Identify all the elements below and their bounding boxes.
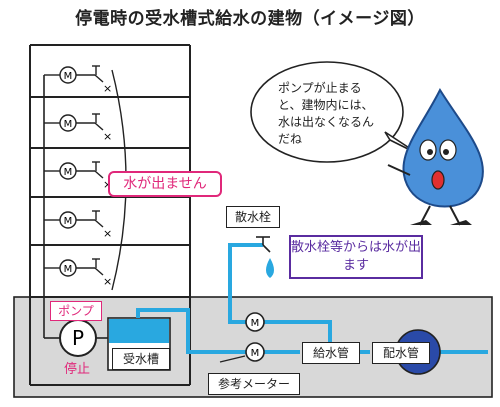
supply-pipe-label: 給水管 [302, 342, 360, 364]
hydrant-faucet [262, 244, 271, 253]
no-water-mark: × [103, 130, 112, 143]
mascot-pupil [427, 149, 433, 155]
tank-water [109, 319, 169, 343]
mascot-mouth [431, 170, 445, 190]
no-water-mark: × [103, 227, 112, 240]
speech-bubble [250, 61, 404, 163]
meter-symbol [245, 312, 265, 332]
reference-arrow [219, 355, 246, 363]
meter-symbol-label: M [64, 119, 73, 130]
hydrant-ok-callout: 散水栓等からは水が出ます [289, 235, 423, 279]
page-title: 停電時の受水槽式給水の建物（イメージ図） [75, 9, 425, 29]
no-water-mark: × [103, 178, 112, 191]
speech-bubble-text: ポンプが止まると、建物内には、水は出なくなるんだね [278, 81, 375, 146]
water-drop-icon [266, 258, 274, 278]
meter-symbol-label: M [251, 348, 260, 359]
mascot-pupil [443, 149, 449, 155]
meter-symbol-label: M [64, 264, 73, 275]
meter-symbol-label: M [251, 318, 260, 329]
floor-fixture: M × [44, 65, 112, 95]
mascot-arm [387, 164, 411, 176]
pump-symbol-label: P [72, 326, 84, 350]
mascot-foot [410, 220, 432, 225]
reference-meter-label: 参考メーター [208, 373, 300, 395]
pump-label: ポンプ [50, 301, 102, 321]
meter-symbol [245, 342, 265, 362]
mascot-foot [450, 220, 472, 225]
distribution-pipe-label: 配水管 [372, 342, 430, 364]
meter-symbol-label: M [64, 167, 73, 178]
no-water-mark: × [103, 82, 112, 95]
no-water-mark: × [103, 275, 112, 288]
pump-stopped-label: 停止 [64, 362, 91, 377]
meter-symbol-label: M [64, 71, 73, 82]
no-water-callout: 水が出ません [108, 171, 222, 197]
hydrant-pipe-blue [228, 243, 332, 352]
supply-pipe-blue [136, 308, 300, 354]
floor-fixture: M × [44, 210, 112, 240]
receiving-tank-label: 受水槽 [112, 348, 170, 370]
floor-fixture: M × [44, 113, 112, 143]
floor-fixture: M × [44, 161, 112, 191]
mascot-leg [449, 205, 461, 226]
meter-symbol-label: M [64, 216, 73, 227]
floor-fixture: M × [44, 258, 112, 288]
hydrant-label: 散水栓 [226, 206, 280, 228]
